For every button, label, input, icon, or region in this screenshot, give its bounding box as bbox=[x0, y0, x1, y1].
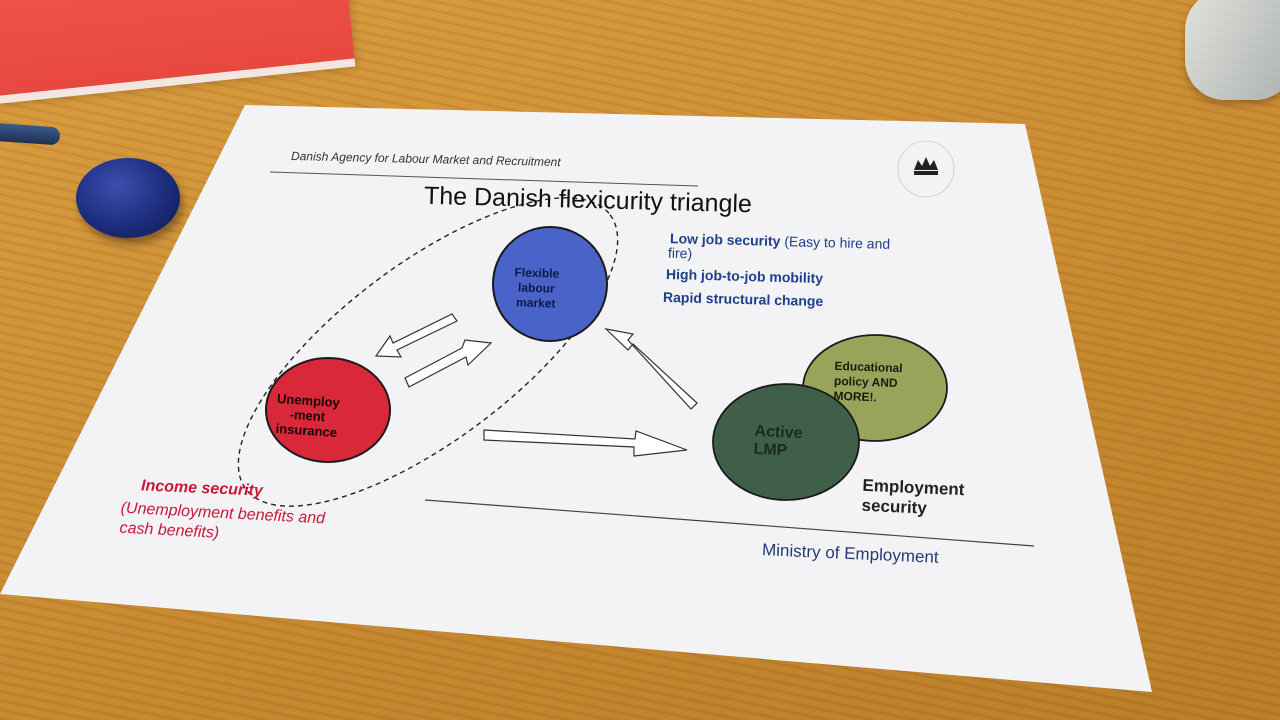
active-lmp-label: Active LMP bbox=[753, 422, 803, 460]
bottle-cap bbox=[76, 158, 180, 238]
arrow-to-active-lmp-icon bbox=[483, 429, 688, 457]
header-rule bbox=[269, 171, 699, 187]
water-bottle bbox=[1185, 0, 1280, 100]
flexible-point-1-cont: fire) bbox=[667, 244, 693, 262]
flexible-labour-market-circle bbox=[492, 226, 608, 342]
flexible-labour-market-label: Flexible labour market bbox=[514, 265, 560, 311]
unemployment-insurance-circle bbox=[265, 357, 391, 463]
footer-rule bbox=[424, 499, 1035, 547]
active-lmp-circle bbox=[712, 383, 860, 501]
educational-policy-label: Educational policy AND MORE!. bbox=[833, 358, 903, 405]
unemployment-insurance-label: Unemploy -ment insurance bbox=[275, 390, 341, 441]
arrow-lmp-to-flexible-icon bbox=[604, 328, 698, 410]
arrow-to-unemployment-icon bbox=[374, 313, 458, 358]
dashed-ellipse bbox=[237, 197, 619, 507]
crown-logo-icon bbox=[897, 140, 955, 198]
employment-security-label: Employment security bbox=[861, 475, 965, 518]
arrow-to-flexible-icon bbox=[404, 339, 493, 388]
